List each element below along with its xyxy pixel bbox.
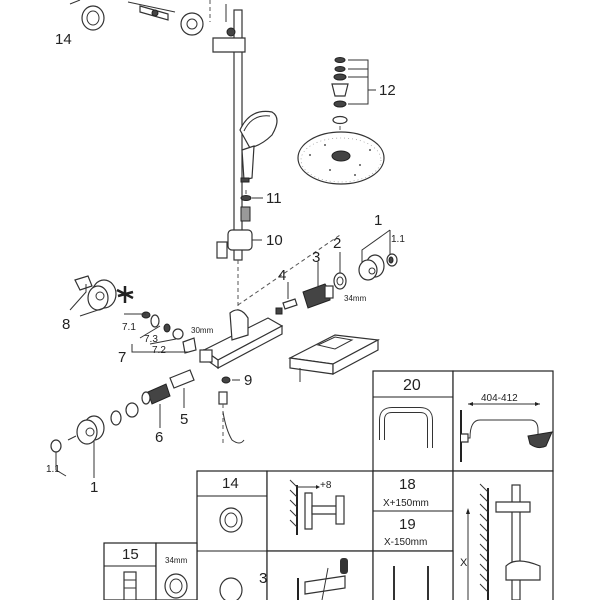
part-4-screw — [275, 282, 298, 315]
callout-14: 14 — [55, 31, 72, 48]
wall-bracket-top — [127, 0, 211, 36]
callout-7-2: 7.2 — [152, 345, 166, 356]
dim-404-412: 404-412 — [481, 393, 518, 404]
dim-plus8: +8 — [320, 480, 332, 491]
callout-1-1-lower: 1.1 — [46, 464, 60, 475]
part-7-group — [124, 311, 197, 354]
overhead-shower-head — [297, 131, 385, 185]
panel-15-title: 15 — [122, 546, 139, 563]
callout-9: 9 — [244, 372, 252, 389]
panel-14-title: 14 — [222, 475, 239, 492]
part-6-valve — [141, 383, 171, 428]
callout-2: 2 — [333, 235, 341, 252]
callout-11: 11 — [266, 190, 282, 207]
callout-1: 1 — [374, 212, 382, 229]
panel-20-title: 20 — [403, 377, 421, 394]
hand-shower — [239, 110, 278, 183]
part-11 — [240, 190, 263, 222]
dim-34mm-b: 34mm — [165, 556, 188, 565]
part-3-cartridge — [302, 262, 334, 309]
part-5-extension — [169, 369, 195, 408]
riser-rail — [212, 4, 246, 261]
callout-7: 7 — [118, 349, 126, 366]
part-1-lower-handle — [50, 402, 139, 478]
panel-18-19 — [372, 470, 554, 600]
part-9-connector — [218, 376, 245, 445]
dim-34mm: 34mm — [344, 294, 367, 303]
callout-12: 12 — [379, 82, 396, 99]
panel-20 — [372, 370, 554, 472]
part-14-ring — [69, 0, 105, 31]
panel-14 — [196, 470, 268, 600]
shower-arm — [280, 0, 343, 54]
overhead-parts-12 — [331, 57, 376, 140]
panel-3-title: 3 — [259, 570, 267, 587]
callout-4: 4 — [278, 267, 286, 284]
panel-18-title: 18 — [399, 476, 416, 493]
panel-15 — [103, 542, 198, 600]
panel-3-tools — [266, 550, 454, 600]
callout-7-1: 7.1 — [122, 322, 136, 333]
callout-3: 3 — [312, 249, 320, 266]
callout-6: 6 — [155, 429, 163, 446]
slider-10 — [216, 229, 262, 259]
dim-x: X — [460, 557, 468, 569]
part-2-nut — [333, 252, 347, 290]
panel-plus8 — [266, 470, 374, 552]
callout-10: 10 — [266, 232, 283, 249]
callout-5: 5 — [180, 411, 188, 428]
dim-x-plus-150: X+150mm — [383, 498, 429, 509]
callout-1-1: 1.1 — [391, 234, 405, 245]
part-8-handle — [69, 275, 134, 317]
glass-shelf — [288, 334, 380, 382]
callout-8: 8 — [62, 316, 70, 333]
dim-x-minus-150: X-150mm — [384, 537, 427, 548]
part-1-handle — [358, 229, 398, 281]
dim-30mm: 30mm — [191, 326, 214, 335]
panel-19-title: 19 — [399, 516, 416, 533]
callout-1-lower: 1 — [90, 479, 98, 496]
callout-7-3: 7.3 — [144, 334, 158, 345]
thermostat-body — [199, 309, 284, 370]
